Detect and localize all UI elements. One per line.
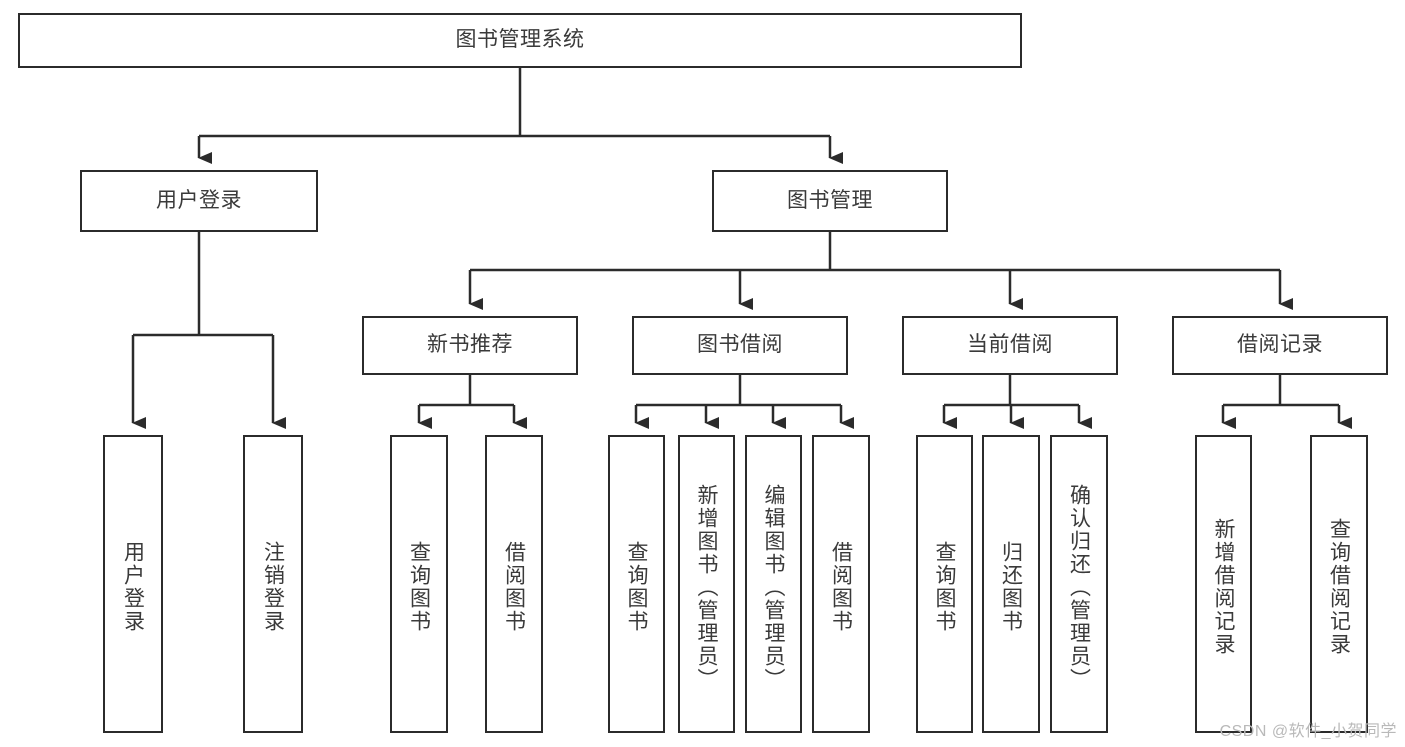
node-new-book-recommend-label: 新书推荐 [427, 333, 513, 357]
node-leaf-newbook-borrow[interactable]: 借阅图书 [485, 435, 543, 733]
node-root-system-label: 图书管理系统 [455, 28, 585, 52]
node-leaf-current-query-label: 查询图书 [933, 541, 956, 633]
node-leaf-borrow-edit-book[interactable]: 编辑图书（管理员） [745, 435, 802, 733]
node-leaf-current-return-label: 归还图书 [999, 541, 1023, 633]
node-book-borrow[interactable]: 图书借阅 [632, 316, 848, 375]
node-leaf-borrow-lend-book[interactable]: 借阅图书 [812, 435, 870, 733]
node-leaf-borrow-query[interactable]: 查询图书 [608, 435, 665, 733]
node-leaf-record-query[interactable]: 查询借阅记录 [1310, 435, 1368, 733]
node-leaf-user-login-label: 用户登录 [121, 541, 145, 633]
node-leaf-current-query[interactable]: 查询图书 [916, 435, 973, 733]
node-leaf-newbook-query[interactable]: 查询图书 [390, 435, 448, 733]
node-leaf-user-logout[interactable]: 注销登录 [243, 435, 303, 733]
node-book-borrow-label: 图书借阅 [697, 333, 783, 357]
node-borrow-record-label: 借阅记录 [1237, 333, 1323, 357]
node-leaf-borrow-add-book[interactable]: 新增图书（管理员） [678, 435, 735, 733]
node-leaf-record-add[interactable]: 新增借阅记录 [1195, 435, 1252, 733]
node-leaf-record-add-label: 新增借阅记录 [1212, 518, 1235, 656]
node-leaf-newbook-query-label: 查询图书 [407, 541, 431, 633]
node-book-management[interactable]: 图书管理 [712, 170, 948, 232]
node-leaf-borrow-edit-book-label: 编辑图书（管理员） [762, 483, 785, 691]
node-borrow-record[interactable]: 借阅记录 [1172, 316, 1388, 375]
node-leaf-current-confirm-return-label: 确认归还（管理员） [1067, 483, 1091, 691]
node-leaf-current-return[interactable]: 归还图书 [982, 435, 1040, 733]
node-leaf-borrow-add-book-label: 新增图书（管理员） [695, 483, 718, 691]
node-leaf-user-login[interactable]: 用户登录 [103, 435, 163, 733]
node-leaf-current-confirm-return[interactable]: 确认归还（管理员） [1050, 435, 1108, 733]
node-current-borrow[interactable]: 当前借阅 [902, 316, 1118, 375]
node-leaf-newbook-borrow-label: 借阅图书 [502, 541, 526, 633]
node-current-borrow-label: 当前借阅 [967, 333, 1053, 357]
node-leaf-record-query-label: 查询借阅记录 [1327, 518, 1351, 656]
node-leaf-user-logout-label: 注销登录 [261, 541, 285, 633]
node-user-login-label: 用户登录 [156, 188, 242, 212]
node-leaf-borrow-lend-book-label: 借阅图书 [829, 541, 853, 633]
node-new-book-recommend[interactable]: 新书推荐 [362, 316, 578, 375]
node-user-login[interactable]: 用户登录 [80, 170, 318, 232]
csdn-watermark: CSDN @软件_小贺同学 [1219, 723, 1397, 740]
node-leaf-borrow-query-label: 查询图书 [625, 541, 648, 633]
node-book-management-label: 图书管理 [787, 188, 873, 212]
node-root-system[interactable]: 图书管理系统 [18, 13, 1022, 68]
